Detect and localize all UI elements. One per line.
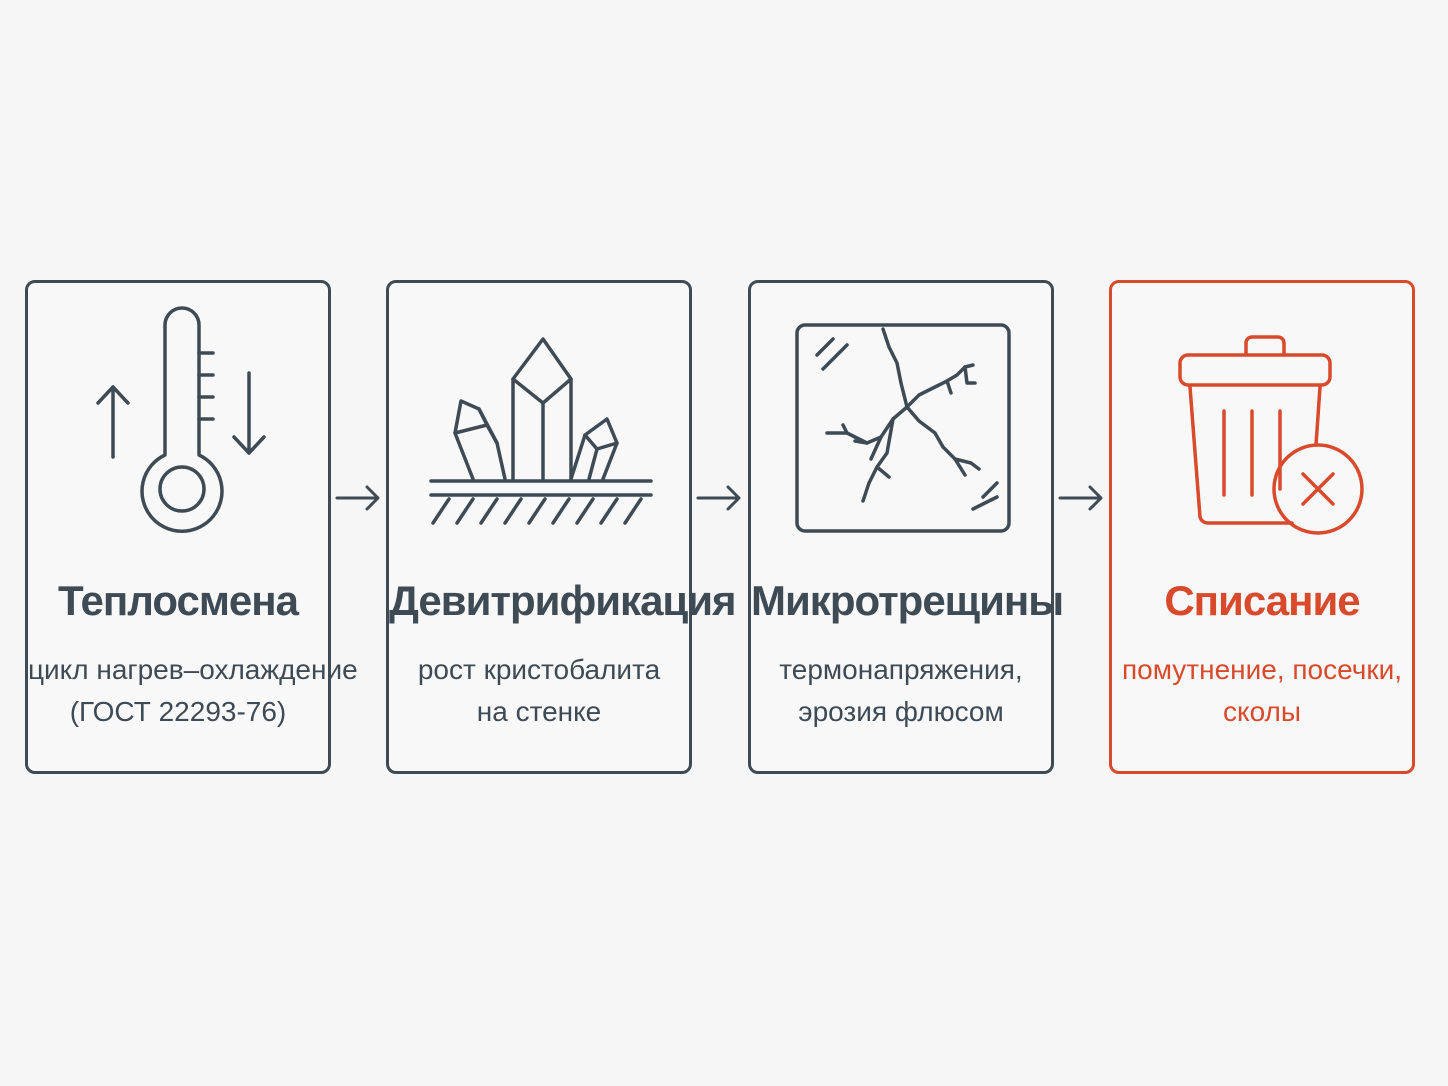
step-description: рост кристобалита на стенке xyxy=(389,649,689,733)
arrow-right-icon xyxy=(696,485,741,511)
step-title: Девитрификация xyxy=(389,577,737,624)
arrow-right-icon xyxy=(1058,485,1103,511)
arrow-right-icon xyxy=(335,485,380,511)
step-description-line: (ГОСТ 22293-76) xyxy=(69,696,287,727)
step-title: Списание xyxy=(1164,577,1360,624)
step-title: Теплосмена xyxy=(57,577,299,624)
step-description: цикл нагрев–охлаждение (ГОСТ 22293-76) xyxy=(28,649,358,733)
step-description: термонапряжения, эрозия флюсом xyxy=(751,649,1051,733)
step-title: Микротрещины xyxy=(751,577,1064,624)
step-description-line: на стенке xyxy=(476,696,602,727)
cracked-glass-icon xyxy=(795,323,1011,533)
crystals-icon xyxy=(429,337,653,525)
step-card-devitrification: Девитрификация рост кристобалита на стен… xyxy=(386,280,737,774)
step-card-microcracks: Микротрещины термонапряжения, эрозия флю… xyxy=(748,280,1064,774)
step-description-line: термонапряжения, xyxy=(779,654,1023,685)
trash-cancel-icon xyxy=(1178,335,1364,535)
step-card-thermal-cycling: Теплосмена цикл нагрев–охлаждение (ГОСТ … xyxy=(25,280,358,774)
step-description-line: рост кристобалита xyxy=(417,654,661,685)
step-card-write-off: Списание помутнение, посечки, сколы xyxy=(1109,280,1415,774)
step-description-line: сколы xyxy=(1223,696,1301,727)
thermometer-icon xyxy=(96,306,266,533)
step-description: помутнение, посечки, сколы xyxy=(1112,649,1412,733)
step-description-line: эрозия флюсом xyxy=(798,696,1004,727)
step-description-line: цикл нагрев–охлаждение xyxy=(28,654,358,685)
step-description-line: помутнение, посечки, xyxy=(1121,654,1403,685)
